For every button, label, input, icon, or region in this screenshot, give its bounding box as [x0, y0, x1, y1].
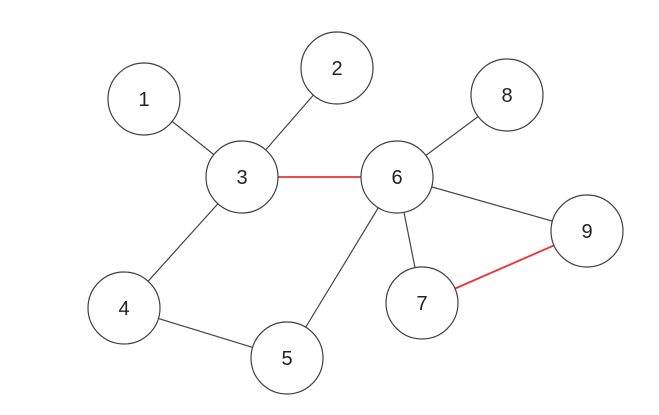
graph-node-circle-1[interactable] — [107, 62, 181, 136]
graph-node-circle-2[interactable] — [300, 31, 374, 105]
graph-node-9[interactable]: 9 — [550, 194, 624, 268]
graph-node-circle-9[interactable] — [550, 194, 624, 268]
graph-node-circle-8[interactable] — [470, 58, 544, 132]
graph-node-label-3: 3 — [236, 167, 247, 189]
graph-node-3[interactable]: 3 — [205, 140, 279, 214]
graph-node-4[interactable]: 4 — [87, 271, 161, 345]
graph-node-6[interactable]: 6 — [360, 140, 434, 214]
graph-node-5[interactable]: 5 — [250, 321, 324, 395]
graph-node-circle-4[interactable] — [87, 271, 161, 345]
graph-node-label-7: 7 — [416, 293, 427, 315]
graph-node-label-4: 4 — [118, 298, 129, 320]
graph-node-label-1: 1 — [138, 89, 149, 111]
graph-node-8[interactable]: 8 — [470, 58, 544, 132]
graph-node-2[interactable]: 2 — [300, 31, 374, 105]
graph-node-label-2: 2 — [331, 58, 342, 80]
graph-node-label-6: 6 — [391, 167, 402, 189]
graph-node-label-8: 8 — [501, 85, 512, 107]
graph-node-7[interactable]: 7 — [385, 266, 459, 340]
graph-node-circle-7[interactable] — [385, 266, 459, 340]
graph-node-circle-6[interactable] — [360, 140, 434, 214]
graph-node-label-9: 9 — [581, 221, 592, 243]
graph-node-circle-3[interactable] — [205, 140, 279, 214]
graph-node-label-5: 5 — [281, 348, 292, 370]
graph-node-1[interactable]: 1 — [107, 62, 181, 136]
graph-node-circle-5[interactable] — [250, 321, 324, 395]
